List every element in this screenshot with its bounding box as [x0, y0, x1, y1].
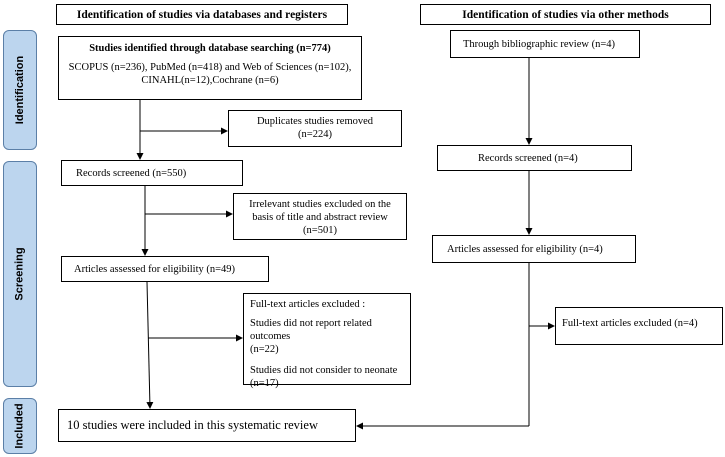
fulltext-reason-neonate: Studies did not consider to neonate [250, 365, 398, 376]
records-screened-box: Records screened (n=550) [61, 160, 243, 186]
right-records-screened-box: Records screened (n=4) [437, 145, 632, 171]
left-column-header: Identification of studies via databases … [56, 4, 348, 25]
irrelevant-excluded-count: (n=501) [303, 225, 337, 236]
right-column-header: Identification of studies via other meth… [420, 4, 711, 25]
fulltext-reason-neonate-count: (n=17) [250, 378, 279, 389]
arrow-eligibility-to-included [146, 281, 154, 409]
eligibility-box: Articles assessed for eligibility (n=49) [61, 256, 269, 282]
right-eligibility-label: Articles assessed for eligibility (n=4) [447, 244, 603, 255]
eligibility-label: Articles assessed for eligibility (n=49) [74, 264, 236, 275]
stage-included: Included [3, 398, 37, 454]
fulltext-reason-outcomes: Studies did not report related outcomes [250, 318, 372, 342]
database-search-box: Studies identified through database sear… [58, 36, 362, 100]
bibliographic-review-box: Through bibliographic review (n=4) [450, 30, 640, 58]
included-studies-label: 10 studies were included in this systema… [67, 418, 318, 432]
right-records-screened-label: Records screened (n=4) [478, 153, 578, 164]
right-eligibility-box: Articles assessed for eligibility (n=4) [432, 235, 636, 263]
irrelevant-excluded-line2: basis of title and abstract review [252, 212, 388, 223]
fulltext-excluded-title: Full-text articles excluded : [250, 299, 366, 310]
records-screened-label: Records screened (n=550) [76, 168, 187, 179]
fulltext-excluded-box: Full-text articles excluded : Studies di… [243, 293, 411, 389]
right-fulltext-excluded-label: Full-text articles excluded (n=4) [562, 318, 698, 329]
duplicates-removed-count: (n=224) [298, 129, 332, 140]
stage-identification: Identification [3, 30, 37, 150]
irrelevant-excluded-box: Irrelevant studies excluded on the basis… [233, 193, 407, 240]
duplicates-removed-label: Duplicates studies removed [256, 116, 374, 127]
irrelevant-excluded-line1: Irrelevant studies excluded on the [249, 199, 391, 210]
fulltext-reason-outcomes-count: (n=22) [250, 344, 279, 355]
included-studies-box: 10 studies were included in this systema… [58, 409, 356, 442]
database-search-sources-2: CINAHL(n=12),Cochrane (n=6) [141, 75, 279, 86]
right-fulltext-excluded-box: Full-text articles excluded (n=4) [555, 307, 723, 345]
stage-screening: Screening [3, 161, 37, 387]
duplicates-removed-box: Duplicates studies removed (n=224) [228, 110, 402, 147]
database-search-title: Studies identified through database sear… [89, 43, 331, 54]
bibliographic-review-label: Through bibliographic review (n=4) [463, 39, 616, 50]
database-search-sources-1: SCOPUS (n=236), PubMed (n=418) and Web o… [68, 62, 352, 73]
